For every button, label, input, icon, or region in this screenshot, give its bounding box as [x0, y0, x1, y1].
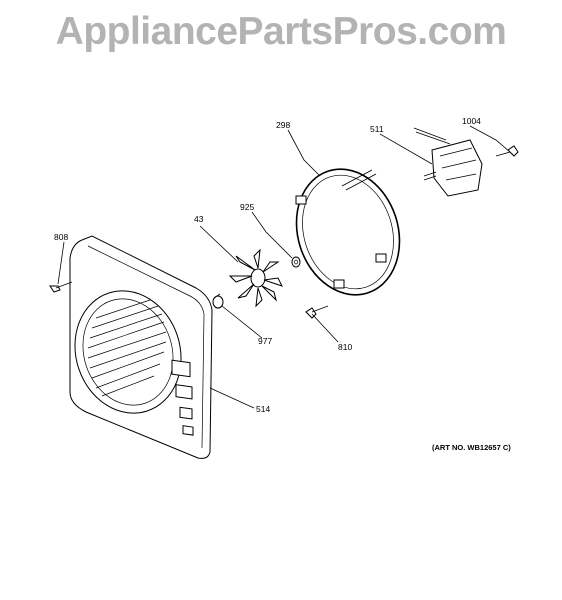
screw-1004[interactable]	[495, 145, 519, 157]
spacer-977[interactable]	[212, 293, 224, 309]
fan-blade[interactable]	[228, 248, 283, 308]
leader-lines	[57, 125, 511, 409]
callout-511: 511	[370, 124, 384, 134]
site-watermark: AppliancePartsPros.com	[55, 10, 507, 53]
art-number: (ART NO. WB12657 C)	[432, 443, 511, 452]
screw-808[interactable]	[49, 281, 73, 293]
heating-element[interactable]	[281, 156, 416, 309]
callout-514: 514	[256, 404, 270, 414]
fan-motor[interactable]	[413, 127, 483, 197]
callout-977: 977	[258, 336, 272, 346]
screw-810[interactable]	[305, 305, 329, 319]
callout-808: 808	[54, 232, 68, 242]
callout-43: 43	[194, 214, 204, 224]
callout-925: 925	[240, 202, 254, 212]
callout-1004: 1004	[462, 116, 481, 126]
callout-298: 298	[276, 120, 290, 130]
rear-cover-plate[interactable]	[59, 235, 213, 459]
cover-vent-slots	[87, 299, 167, 397]
washer-925[interactable]	[291, 256, 301, 268]
callout-810: 810	[338, 342, 352, 352]
